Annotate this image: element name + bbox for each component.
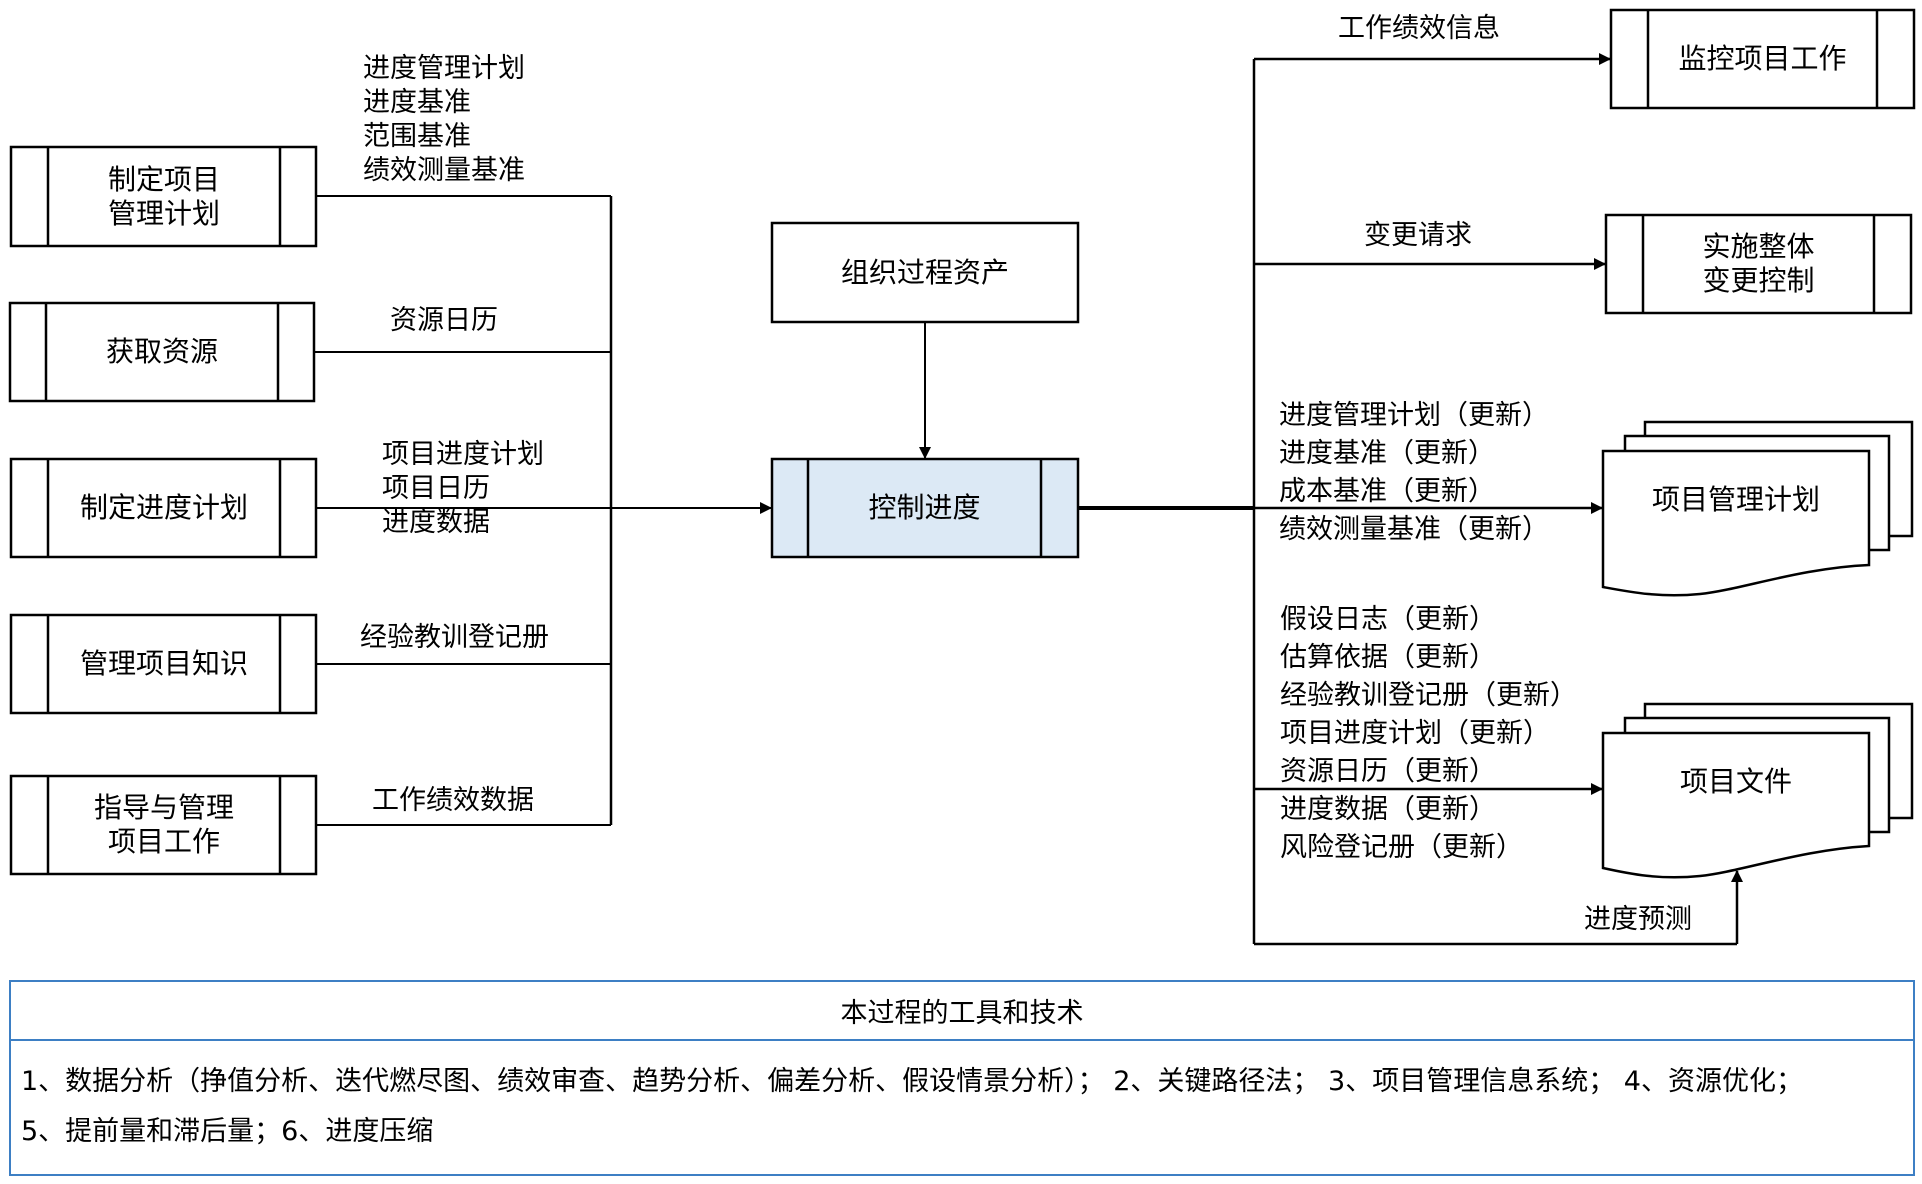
artifact-label: 工作绩效数据	[372, 785, 534, 816]
tools-title: 本过程的工具和技术	[11, 982, 1913, 1041]
enterprise-input-label: 组织过程资产	[840, 255, 1009, 289]
input-process-box-4[interactable]	[9, 613, 318, 715]
tools-line: 5、提前量和滞后量；6、进度压缩	[21, 1116, 434, 1147]
tools-techniques-panel: 本过程的工具和技术 1、数据分析（挣值分析、迭代燃尽图、绩效审查、趋势分析、偏差…	[9, 980, 1915, 1176]
input-process-5-label: 指导与管理 项目工作	[93, 791, 234, 858]
input-process-2-label: 获取资源	[105, 335, 218, 368]
input-process-3-label: 制定进度计划	[79, 491, 248, 524]
artifact-label: 进度数据	[382, 507, 490, 538]
input-artifacts-4: 经验教训登记册	[360, 621, 549, 655]
plan-update-item: 进度基准（更新）	[1279, 438, 1495, 469]
doc-update-item: 估算依据（更新）	[1280, 642, 1496, 673]
tools-list: 1、数据分析（挣值分析、迭代燃尽图、绩效审查、趋势分析、偏差分析、假设情景分析）…	[11, 1041, 1913, 1157]
artifact-label: 范围基准	[363, 121, 471, 152]
enterprise-input-box[interactable]	[770, 221, 1080, 324]
plan-document-stack[interactable]	[1601, 420, 1914, 597]
input-artifacts-5: 工作绩效数据	[372, 784, 534, 818]
input-process-4-label: 管理项目知识	[79, 647, 248, 680]
input-artifacts-3: 项目进度计划 项目日历 进度数据	[382, 438, 544, 540]
doc-update-item: 项目进度计划（更新）	[1280, 718, 1550, 749]
forecast-label: 进度预测	[1584, 904, 1692, 935]
artifact-label: 项目进度计划	[382, 439, 544, 470]
doc-update-list: 假设日志（更新） 估算依据（更新） 经验教训登记册（更新） 项目进度计划（更新）…	[1280, 601, 1577, 867]
output-process-1-label: 监控项目工作	[1678, 42, 1847, 75]
docs-document-stack[interactable]	[1601, 702, 1914, 879]
output-process-box-1[interactable]	[1609, 8, 1916, 110]
doc-update-item: 假设日志（更新）	[1280, 604, 1496, 635]
artifact-label: 进度管理计划	[363, 53, 525, 84]
plan-update-item: 绩效测量基准（更新）	[1279, 514, 1549, 545]
output-artifact-2: 变更请求	[1364, 220, 1472, 251]
input-process-box-1[interactable]	[9, 145, 318, 248]
doc-update-item: 进度数据（更新）	[1280, 794, 1496, 825]
doc-update-item: 风险登记册（更新）	[1280, 832, 1523, 863]
plan-update-list: 进度管理计划（更新） 进度基准（更新） 成本基准（更新） 绩效测量基准（更新）	[1279, 397, 1549, 549]
input-connectors	[314, 195, 613, 826]
input-process-box-3[interactable]	[9, 457, 318, 559]
input-process-box-2[interactable]	[8, 301, 316, 403]
artifact-label: 资源日历	[390, 305, 498, 336]
output-process-2-label: 实施整体 变更控制	[1702, 230, 1815, 297]
tools-line: 1、数据分析（挣值分析、迭代燃尽图、绩效审查、趋势分析、偏差分析、假设情景分析）…	[21, 1066, 1803, 1097]
plan-update-item: 成本基准（更新）	[1279, 476, 1495, 507]
docs-document-label: 项目文件	[1679, 765, 1792, 798]
artifact-label: 项目日历	[382, 473, 490, 504]
input-artifacts-1: 进度管理计划 进度基准 范围基准 绩效测量基准	[363, 52, 525, 188]
main-process-label: 控制进度	[868, 491, 981, 524]
input-process-1-label: 制定项目 管理计划	[107, 162, 220, 230]
artifact-label: 进度基准	[363, 87, 471, 118]
plan-document-label: 项目管理计划	[1651, 483, 1820, 516]
output-process-box-2[interactable]	[1604, 213, 1913, 315]
plan-update-item: 进度管理计划（更新）	[1279, 400, 1549, 431]
output-connectors	[1078, 59, 1737, 946]
doc-update-item: 资源日历（更新）	[1280, 756, 1496, 787]
input-artifacts-2: 资源日历	[390, 304, 498, 338]
artifact-label: 经验教训登记册	[360, 622, 549, 653]
output-artifact-1: 工作绩效信息	[1338, 13, 1500, 44]
doc-update-item: 经验教训登记册（更新）	[1280, 680, 1577, 711]
artifact-label: 绩效测量基准	[363, 155, 525, 186]
